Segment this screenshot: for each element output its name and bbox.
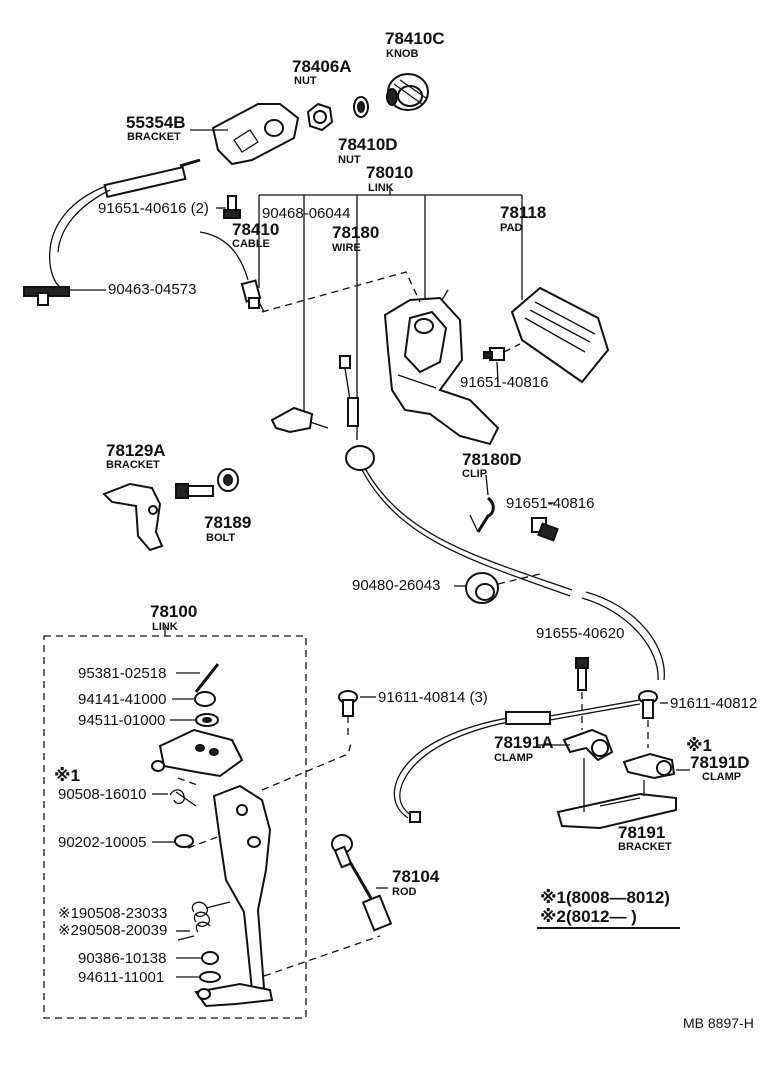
label-91651-40816b: 91651-40816 [506, 495, 594, 512]
label-90468-06044: 90468-06044 [262, 205, 350, 222]
link-lever-drawing [177, 777, 272, 992]
leader-lines [70, 129, 690, 978]
spring-90508-23033-drawing [177, 901, 231, 941]
washer-94511-01000-drawing [195, 713, 219, 727]
cable-pedal-dash [261, 271, 421, 313]
bracket-78129a-drawing [102, 482, 164, 552]
footer-code: MB 8897-H [683, 1015, 754, 1031]
label-91611-40814: 91611-40814 (3) [378, 689, 488, 706]
label-78104-name: ROD [392, 886, 417, 898]
bracket-78191-drawing [556, 758, 677, 830]
bolt-91655-40620-drawing [575, 657, 589, 730]
label-78410d-name: NUT [338, 154, 361, 166]
clamp-78191d-drawing [622, 752, 676, 780]
label-55354b-number: 55354B [126, 113, 186, 132]
label-78118-number: 78118 [500, 203, 546, 222]
wire-78180-drawing [339, 232, 665, 681]
label-90463-04573: 90463-04573 [108, 281, 196, 298]
link-upper-bracket-drawing [151, 728, 244, 778]
label-78180-name: WIRE [332, 242, 361, 254]
label-55354b-name: BRACKET [127, 131, 181, 143]
label-94511-01000: 94511-01000 [78, 712, 165, 729]
label-78410c-name: KNOB [386, 48, 418, 60]
bolt-91651-40616-drawing [223, 195, 241, 219]
bolt-91611-40814-drawing [338, 690, 358, 740]
label-78189-name: BOLT [206, 532, 235, 544]
label-90202-10005: 90202-10005 [58, 834, 146, 851]
note-1: ※1(8008—8012) [540, 888, 670, 907]
bolt-78189-drawing [175, 468, 239, 499]
label-78410-name: CABLE [232, 238, 270, 250]
label-95381-02518: 95381-02518 [78, 665, 166, 682]
label-91651-40816a: 91651-40816 [460, 374, 548, 391]
note-2: ※2(8012— ) [540, 907, 637, 926]
label-90508-23033: ※190508-23033 [58, 905, 167, 922]
washer-94611-11001-drawing [199, 971, 221, 983]
collar-90386-10138-drawing [201, 951, 219, 965]
label-78100-name: LINK [152, 621, 178, 633]
clamp-90468-06044-drawing [270, 406, 329, 434]
label-78180-number: 78180 [332, 223, 379, 242]
label-91651-40616: 91651-40616 (2) [98, 200, 209, 217]
nut-78406a-drawing [306, 102, 334, 132]
link-78100-box [43, 635, 307, 1019]
label-78129a-number: 78129A [106, 441, 166, 460]
label-91611-40812: 91611-40812 [670, 695, 757, 712]
label-78100-number: 78100 [150, 602, 197, 621]
bolt-91651-40816b-drawing [531, 517, 559, 542]
label-78180d-number: 78180D [462, 450, 522, 469]
nut-78410d-drawing [353, 96, 369, 118]
rod-78104-drawing [331, 834, 393, 932]
label-90508-20039: ※290508-20039 [58, 922, 167, 939]
spring-90508-16010-drawing [169, 789, 197, 807]
grommet-90480-26043-drawing [465, 572, 541, 604]
label-78410c-number: 78410C [385, 29, 445, 48]
label-78180d-name: CLIP [462, 468, 487, 480]
bolt-91611-40812-drawing [638, 690, 658, 748]
label-78010-name: LINK [368, 182, 394, 194]
label-78010-number: 78010 [366, 163, 413, 182]
bolt-91651-40816a-drawing [483, 343, 521, 361]
cable-78410-drawing [23, 158, 265, 313]
label-90508-16010-mark: ※1 [54, 766, 80, 785]
washer-90202-10005-drawing [174, 834, 194, 848]
label-78191d-name: CLAMP [702, 771, 741, 783]
nut-94141-41000-drawing [194, 691, 216, 707]
link-lever-dash [261, 739, 353, 791]
pin-95381-02518-drawing [194, 663, 220, 693]
link-lower-dash [263, 935, 381, 977]
clip-78180d-drawing [469, 496, 495, 533]
pad-78118-drawing [510, 286, 610, 384]
label-90508-16010: 90508-16010 [58, 786, 146, 803]
label-78191d-mark: ※1 [686, 736, 712, 755]
label-78104-number: 78104 [392, 867, 440, 886]
label-90386-10138: 90386-10138 [78, 950, 166, 967]
label-78406a-number: 78406A [292, 57, 352, 76]
knob-78410c-drawing [386, 73, 429, 111]
label-78129a-name: BRACKET [106, 459, 160, 471]
label-78410-number: 78410 [232, 220, 279, 239]
clamp-78191a-drawing [562, 728, 614, 762]
label-78191d-number: 78191D [690, 753, 750, 772]
label-91655-40620: 91655-40620 [536, 625, 624, 642]
label-94611-11001: 94611-11001 [78, 969, 164, 986]
label-78191a-name: CLAMP [494, 752, 533, 764]
label-78191-number: 78191 [618, 823, 665, 842]
label-78410d-number: 78410D [338, 135, 398, 154]
link-lower-arm-drawing [194, 982, 274, 1008]
label-78191a-number: 78191A [494, 733, 554, 752]
label-78118-name: PAD [500, 222, 522, 234]
bracket-55354b-drawing [190, 103, 300, 166]
label-90480-26043: 90480-26043 [352, 577, 440, 594]
label-94141-41000: 94141-41000 [78, 691, 166, 708]
cable-lower-run-drawing [393, 699, 641, 823]
accelerator-pedal-drawing [383, 289, 500, 446]
label-78406a-name: NUT [294, 75, 317, 87]
label-78191-name: BRACKET [618, 841, 672, 853]
link-78010-leader [258, 188, 523, 420]
label-78189-number: 78189 [204, 513, 251, 532]
